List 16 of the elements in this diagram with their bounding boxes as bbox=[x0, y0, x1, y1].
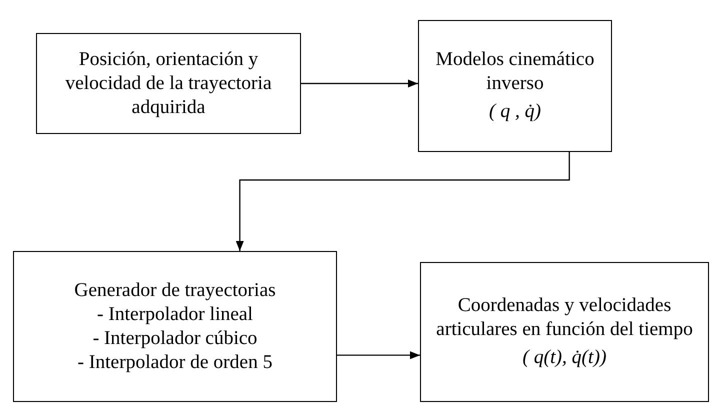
formula: ( q(t), q̇(t)) bbox=[522, 346, 606, 370]
node-title: Coordenadas y velocidades articulares en función del tiempo bbox=[435, 294, 694, 342]
process-box bbox=[13, 251, 337, 402]
node-text: Posición, orientación y velocidad de la trayectoria adquirida bbox=[64, 48, 273, 120]
arrow bbox=[337, 351, 420, 360]
node-title: Modelos cinemático inverso bbox=[434, 48, 596, 96]
arrow bbox=[301, 80, 418, 88]
process-box bbox=[36, 33, 301, 134]
process-box bbox=[420, 262, 709, 402]
list-item: - Interpolador cúbico bbox=[92, 326, 258, 350]
node-title: Generador de trayectorias bbox=[74, 278, 276, 302]
formula: ( q , q̇) bbox=[489, 100, 541, 124]
arrow bbox=[236, 152, 570, 251]
process-box bbox=[418, 20, 612, 152]
list-item: - Interpolador de orden 5 bbox=[78, 350, 272, 374]
list-item: - Interpolador lineal bbox=[97, 302, 253, 326]
